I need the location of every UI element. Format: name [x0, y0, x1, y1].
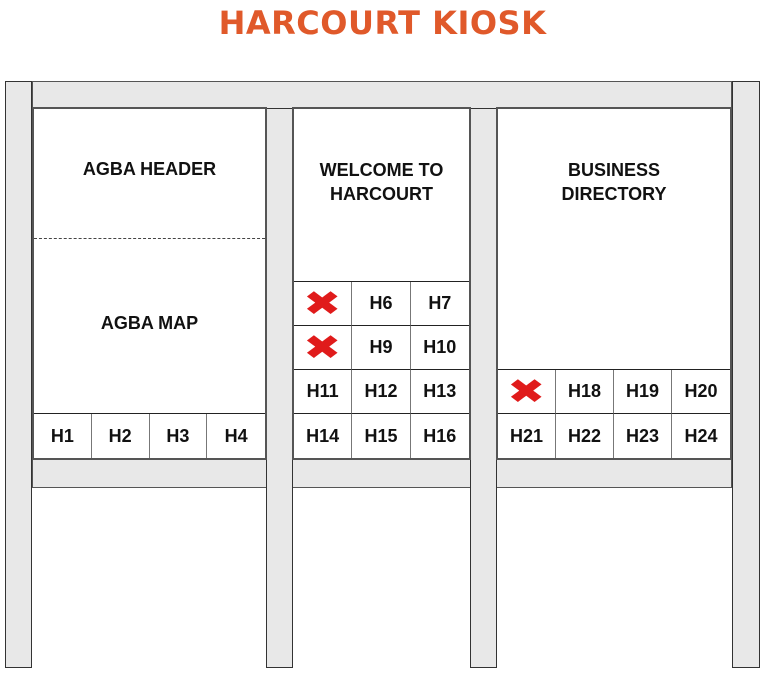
slot-h7: H7	[410, 282, 469, 326]
welcome-label-line1: WELCOME TO	[319, 160, 444, 180]
slot-label: H10	[423, 337, 457, 357]
slot-label: H18	[567, 381, 602, 401]
slot-h23: H23	[614, 414, 672, 458]
x-mark-icon: ✖	[507, 371, 546, 412]
slot-label: H9	[369, 337, 393, 357]
directory-label-line1: BUSINESS	[567, 160, 661, 180]
slot-h22: H22	[556, 414, 614, 458]
slot-label: H11	[306, 381, 339, 401]
slot-h9: H9	[352, 326, 411, 370]
slot-unavailable: ✖	[498, 370, 556, 414]
post-3	[470, 108, 497, 668]
slot-h3: H3	[150, 414, 208, 458]
agba-map-label: AGBA MAP	[100, 313, 199, 333]
slot-h16: H16	[411, 414, 469, 458]
slot-label: H4	[224, 425, 248, 446]
slot-h6: H6	[352, 282, 411, 326]
slot-label: H14	[306, 425, 340, 446]
slot-label: H3	[166, 425, 190, 446]
slot-label: H1	[50, 425, 74, 446]
slot-unavailable: ✖	[294, 326, 353, 370]
panel-agba: AGBA HEADER AGBA MAP H1 H2 H3 H4	[32, 107, 267, 460]
slot-label: H20	[684, 381, 718, 401]
slot-label: H12	[364, 381, 398, 401]
slot-h11: H11	[294, 370, 353, 414]
post-1	[5, 81, 32, 668]
slot-grid-left: H1 H2 H3 H4	[34, 413, 265, 458]
slot-h4: H4	[207, 414, 265, 458]
slot-unavailable: ✖	[294, 282, 353, 326]
slot-label: H21	[509, 425, 544, 446]
slot-label: H2	[108, 425, 132, 446]
x-mark-icon: ✖	[303, 327, 342, 368]
slot-h12: H12	[352, 370, 411, 414]
slot-label: H23	[625, 425, 660, 446]
directory-label-line2: DIRECTORY	[561, 184, 667, 204]
agba-header-label: AGBA HEADER	[82, 159, 217, 179]
post-2	[266, 108, 293, 668]
slot-h13: H13	[410, 370, 469, 414]
slot-h19: H19	[614, 370, 672, 414]
slot-label: H7	[428, 293, 452, 313]
slot-label: H22	[567, 425, 602, 446]
slot-label: H15	[364, 425, 398, 446]
slot-h21: H21	[498, 414, 556, 458]
kiosk-title: HARCOURT KIOSK	[218, 4, 547, 42]
slot-label: H16	[423, 425, 457, 446]
slot-h15: H15	[352, 414, 411, 458]
welcome-label-line2: HARCOURT	[330, 184, 433, 204]
post-4	[732, 81, 760, 668]
x-mark-icon: ✖	[303, 283, 342, 324]
slot-h1: H1	[34, 414, 92, 458]
slot-h20: H20	[672, 370, 730, 414]
slot-h2: H2	[92, 414, 150, 458]
top-beam	[32, 81, 732, 109]
slot-h10: H10	[410, 326, 469, 370]
slot-label: H19	[625, 381, 660, 401]
slot-label: H24	[684, 425, 718, 446]
slot-h24: H24	[672, 414, 730, 458]
slot-label: H6	[369, 293, 393, 313]
slot-h14: H14	[294, 414, 353, 458]
panel-divider	[34, 238, 265, 239]
lower-beam	[32, 459, 732, 488]
slot-label: H13	[423, 381, 457, 401]
slot-h18: H18	[556, 370, 614, 414]
